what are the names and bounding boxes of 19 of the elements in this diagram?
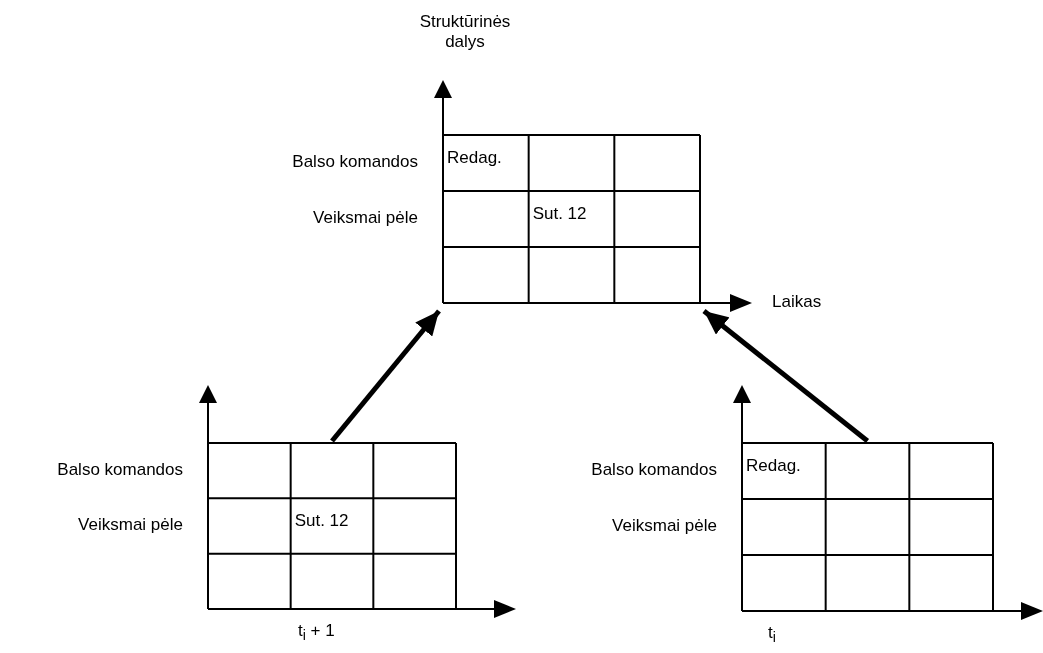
table-grid [443,135,700,303]
table-entry: Redag. [746,457,801,474]
table-entry: Sut. 12 [294,512,349,530]
row-label: Veiksmai pėle [612,516,717,537]
axis-label: Struktūrinės dalys [418,12,512,53]
row-label: Veiksmai pėle [78,515,183,536]
table-grid [208,443,456,609]
row-label: Veiksmai pėle [313,208,418,229]
arrow [330,309,441,443]
axis-label: t$_{i}$ [768,623,776,647]
arrow [702,309,870,443]
axis-label: Laikas [772,292,822,313]
axis-label: t$_{i}$ + 1 [298,621,335,645]
table-entry: Redag. [447,149,502,166]
table-grid [742,443,993,611]
row-label: Balso komandos [292,152,418,173]
table-entry: Sut. 12 [532,205,587,222]
row-label: Balso komandos [591,460,717,481]
row-label: Balso komandos [57,459,183,481]
